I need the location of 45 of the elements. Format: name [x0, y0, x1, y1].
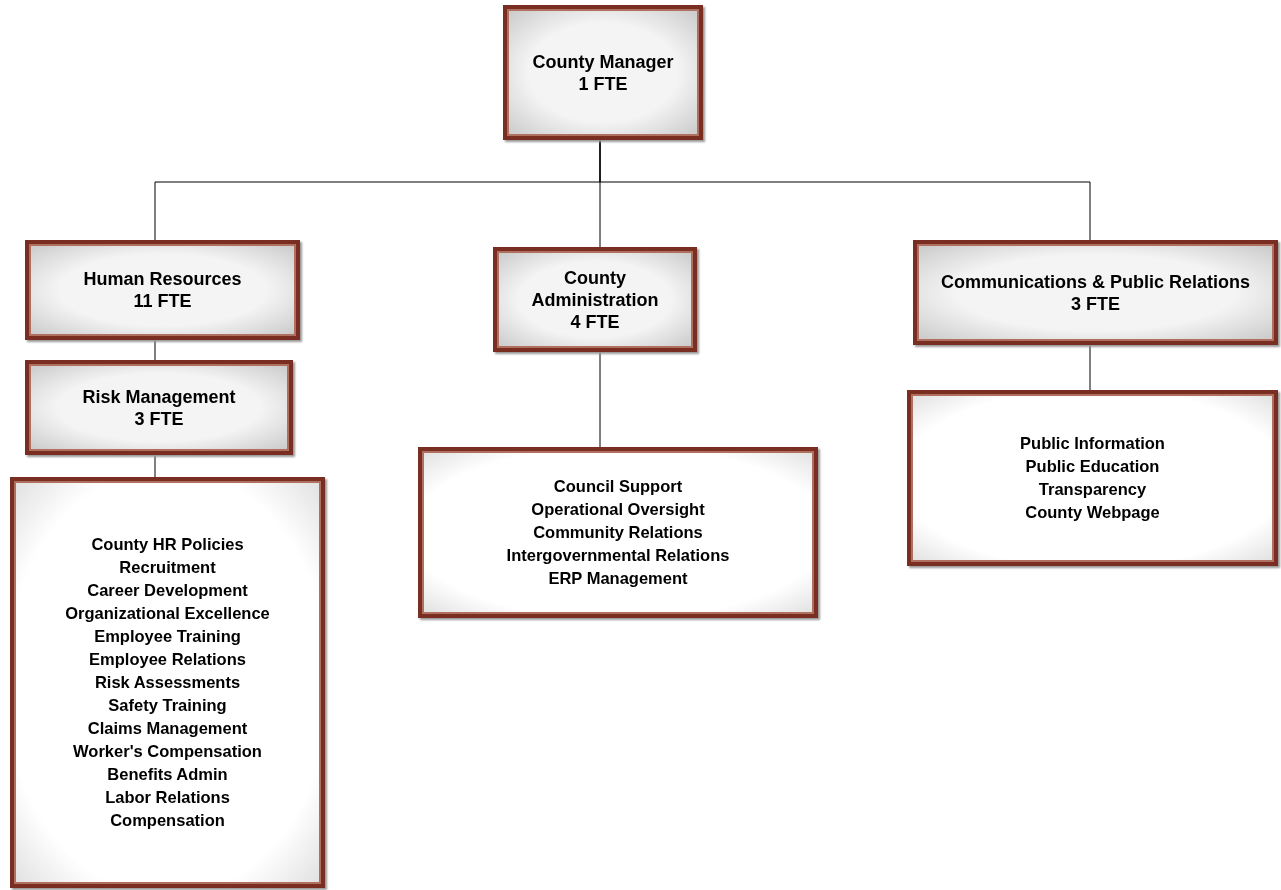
duty-item: Organizational Excellence	[65, 603, 270, 624]
duty-item: Employee Relations	[89, 649, 246, 670]
department-name: Human Resources	[83, 268, 242, 290]
department-box	[493, 247, 697, 352]
staff-count: 3 FTE	[1071, 292, 1120, 315]
department-box	[503, 5, 703, 140]
connector-line	[154, 454, 156, 478]
duty-item: Public Education	[1025, 456, 1160, 477]
connector-line	[599, 139, 1091, 241]
duties-box	[10, 477, 325, 888]
staff-count: 3 FTE	[134, 407, 184, 430]
staff-count: 1 FTE	[578, 72, 628, 95]
duty-item: Benefits Admin	[107, 764, 228, 785]
duty-item: Compensation	[110, 810, 225, 831]
department-name: Communications & Public Relations	[940, 270, 1250, 293]
connector-line	[599, 351, 601, 448]
duty-item: Public Information	[1020, 433, 1165, 454]
duty-item: County Webpage	[1025, 502, 1160, 523]
staff-count: 11 FTE	[133, 290, 192, 312]
duty-item: Career Development	[87, 580, 248, 601]
duty-item: Labor Relations	[105, 787, 230, 808]
duty-item: Council Support	[553, 476, 683, 497]
duty-item: ERP Management	[548, 568, 688, 589]
department-name: Risk Management	[82, 385, 236, 408]
duty-item: Intergovernmental Relations	[506, 545, 730, 566]
duty-item: Employee Training	[94, 626, 241, 647]
department-box	[25, 240, 300, 340]
connector-line	[1089, 344, 1091, 391]
department-name: County Administration	[530, 266, 660, 311]
department-name: County Manager	[532, 50, 674, 73]
duty-item: Safety Training	[108, 695, 227, 716]
duty-item: Community Relations	[533, 522, 703, 543]
duty-item: Transparency	[1038, 479, 1147, 500]
duty-item: Operational Oversight	[531, 499, 705, 520]
connector-line	[154, 339, 156, 361]
duty-item: Recruitment	[119, 557, 216, 578]
duty-item: County HR Policies	[91, 534, 244, 555]
duties-box	[418, 447, 818, 618]
department-box	[25, 360, 293, 455]
duty-item: Risk Assessments	[94, 672, 241, 693]
department-box	[913, 240, 1278, 345]
duties-box	[907, 390, 1278, 566]
duty-item: Claims Management	[87, 718, 248, 739]
staff-count: 4 FTE	[570, 310, 620, 333]
duty-item: Worker's Compensation	[73, 741, 262, 762]
